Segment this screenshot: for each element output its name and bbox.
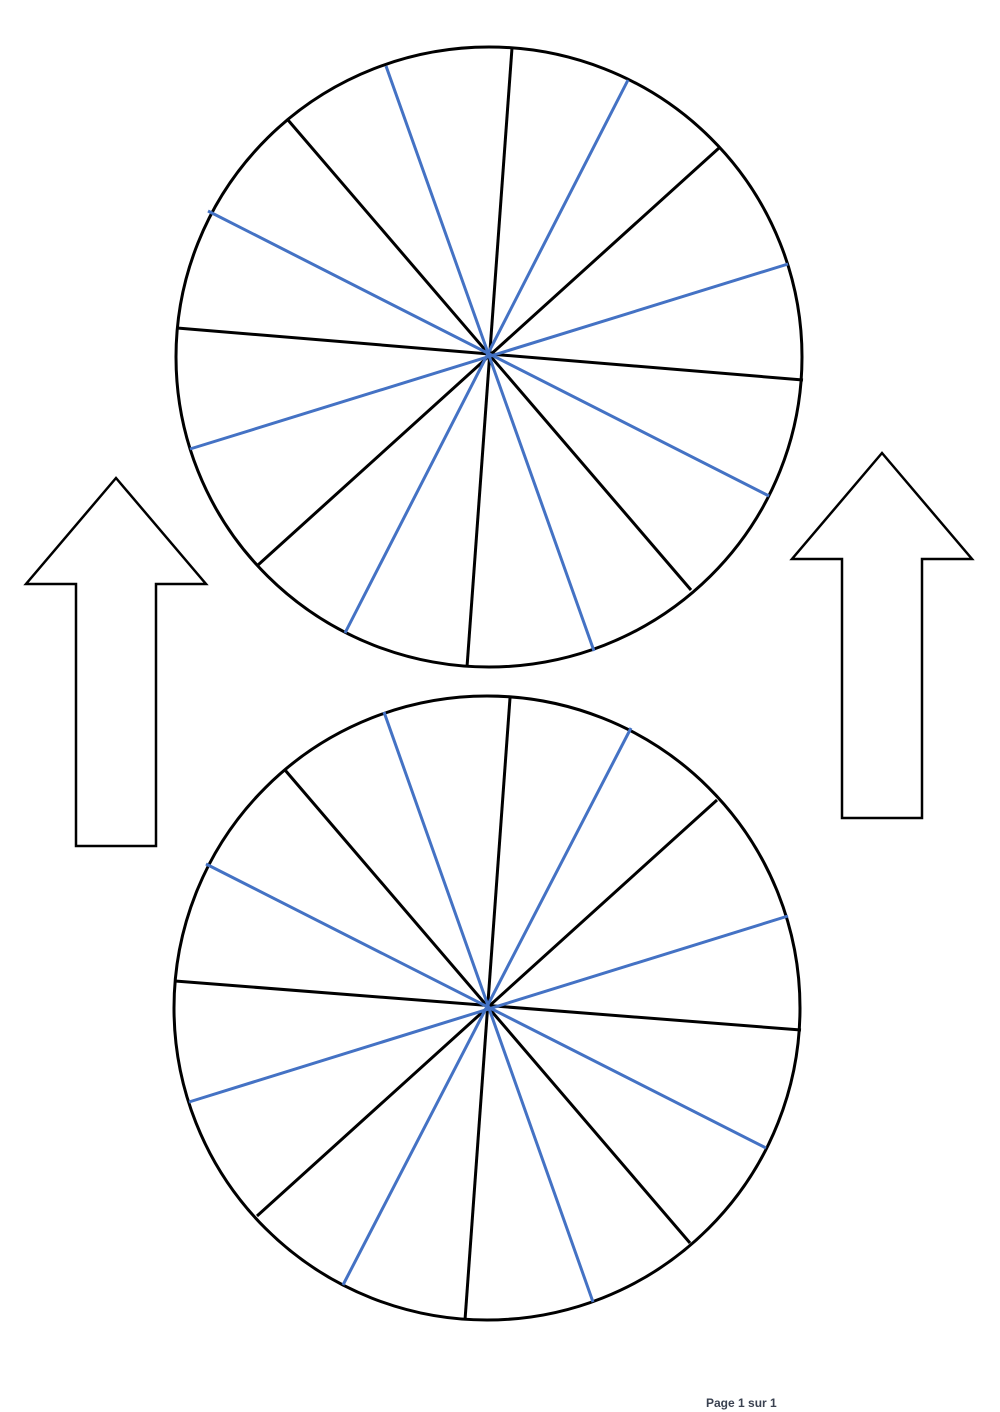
spoke	[205, 862, 767, 1150]
page-number: Page 1 sur 1	[706, 1396, 777, 1410]
top-wheel	[174, 45, 804, 669]
wheel-circle	[172, 694, 802, 1322]
spoke	[384, 65, 596, 652]
wheel-circle	[174, 45, 804, 669]
bottom-wheel	[172, 694, 802, 1322]
spoke	[382, 711, 595, 1303]
left-up-arrow	[23, 476, 209, 848]
right-up-arrow	[789, 451, 975, 820]
